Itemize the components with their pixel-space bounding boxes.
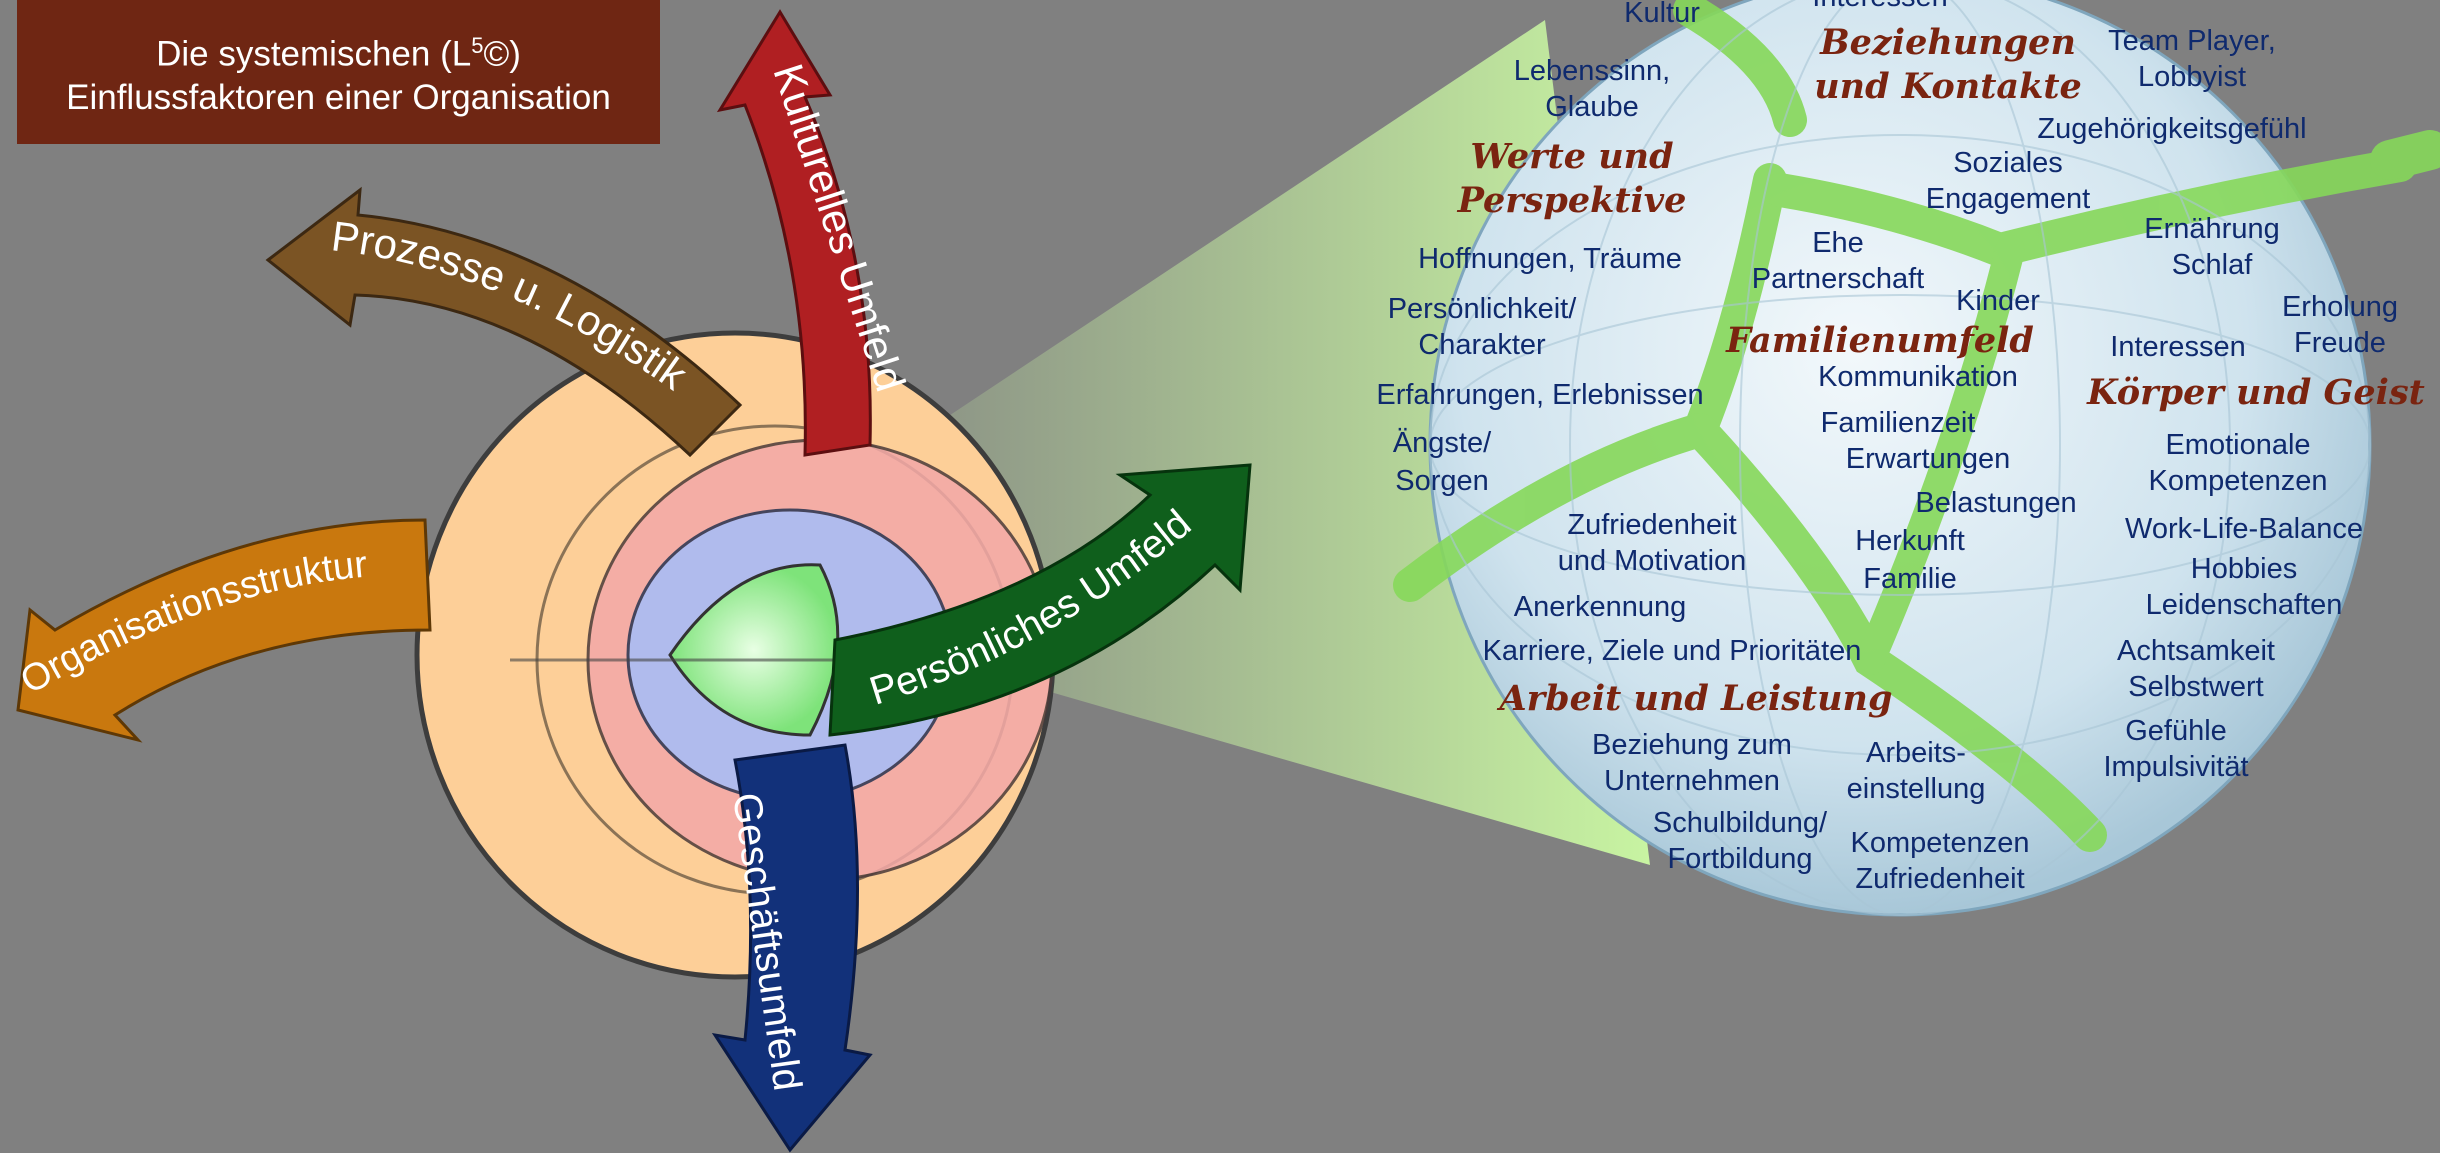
item-beziehung-unternehmen-2: Unternehmen <box>1604 765 1780 797</box>
detail-globe <box>1393 0 2440 917</box>
title-prefix: Die systemischen (L <box>156 34 472 74</box>
item-zufriedenheit-1: Zufriedenheit <box>1567 509 1736 541</box>
title-box: Die systemischen (L5©) Einflussfaktoren … <box>17 0 660 144</box>
item-erfahrungen: Erfahrungen, Erlebnissen <box>1376 379 1703 411</box>
label-prozesse-path: Prozesse u. Logistik <box>329 212 697 399</box>
title-superscript: 5 <box>471 32 484 58</box>
item-emotionale-2: Kompetenzen <box>2149 465 2328 497</box>
item-interessen-top: Interessen <box>1812 0 1947 13</box>
category-familienumfeld: Familienumfeld <box>1725 320 2034 361</box>
arrow-kulturelles-umfeld <box>716 9 872 457</box>
item-aengste-2: Sorgen <box>1395 465 1489 497</box>
item-team-2: Lobbyist <box>2138 61 2246 93</box>
item-arbeitseinstellung-2: einstellung <box>1847 773 1986 805</box>
item-team-1: Team Player, <box>2108 25 2276 57</box>
item-zugehoerigkeit: Zugehörigkeitsgefühl <box>2037 113 2306 145</box>
item-ernaehrung-2: Schlaf <box>2172 249 2254 281</box>
item-kinder: Kinder <box>1956 285 2040 317</box>
item-erholung-1: Erholung <box>2282 291 2398 323</box>
layer-circles <box>414 330 1056 980</box>
item-soziales-1: Soziales <box>1953 147 2063 179</box>
category-koerper-geist: Körper und Geist <box>2086 372 2425 413</box>
category-werte-2: Perspektive <box>1457 180 1687 221</box>
item-persoenlichkeit-1: Persönlichkeit/ <box>1388 293 1578 325</box>
item-karriere: Karriere, Ziele und Prioritäten <box>1483 635 1862 667</box>
item-achtsamkeit-1: Achtsamkeit <box>2117 635 2275 667</box>
item-familienzeit: Familienzeit <box>1821 407 1976 439</box>
item-herkunft-1: Herkunft <box>1855 525 1965 557</box>
item-ehe-2: Partnerschaft <box>1752 263 1924 295</box>
detail-texts: Interessen Kultur Lebenssinn, Glaube Wer… <box>1376 0 2424 895</box>
globe-grid <box>1429 0 2371 916</box>
item-achtsamkeit-2: Selbstwert <box>2128 671 2263 703</box>
arrow-prozesse-logistik <box>265 186 743 458</box>
item-kompetenzen-2: Zufriedenheit <box>1855 863 2024 895</box>
item-erholung-2: Freude <box>2294 327 2386 359</box>
item-soziales-2: Engagement <box>1926 183 2090 215</box>
item-hobbies: Hobbies <box>2191 553 2297 585</box>
category-arbeit-leistung: Arbeit und Leistung <box>1497 678 1893 719</box>
item-arbeitseinstellung-1: Arbeits- <box>1866 737 1966 769</box>
item-worklife: Work-Life-Balance <box>2125 513 2363 545</box>
item-belastungen: Belastungen <box>1915 487 2076 519</box>
item-interessen: Interessen <box>2110 331 2245 363</box>
item-kommunikation: Kommunikation <box>1818 361 2018 393</box>
item-gefuehle-1: Gefühle <box>2125 715 2227 747</box>
item-gefuehle-2: Impulsivität <box>2103 751 2248 783</box>
arrow-organisationsstruktur <box>16 518 432 743</box>
category-beziehungen-1: Beziehungen <box>1819 22 2076 63</box>
item-lebenssinn-1: Lebenssinn, <box>1514 55 1670 87</box>
item-ehe-1: Ehe <box>1812 227 1864 259</box>
item-kultur: Kultur <box>1624 0 1700 29</box>
item-lebenssinn-2: Glaube <box>1545 91 1639 123</box>
title-suffix: ©) <box>483 34 521 74</box>
arrow-geschaeftsumfeld <box>711 743 873 1153</box>
item-schulbildung-1: Schulbildung/ <box>1653 807 1828 839</box>
item-ernaehrung-1: Ernährung <box>2144 213 2279 245</box>
item-herkunft-2: Familie <box>1863 563 1956 595</box>
item-schulbildung-2: Fortbildung <box>1667 843 1812 875</box>
label-prozesse-logistik: Prozesse u. Logistik <box>329 212 697 399</box>
item-leidenschaften: Leidenschaften <box>2146 589 2343 621</box>
title-line-1: Die systemischen (L5©) <box>156 24 521 77</box>
item-kompetenzen-1: Kompetenzen <box>1851 827 2030 859</box>
item-erwartungen: Erwartungen <box>1846 443 2010 475</box>
item-beziehung-unternehmen-1: Beziehung zum <box>1592 729 1792 761</box>
item-zufriedenheit-2: und Motivation <box>1558 545 1747 577</box>
category-werte-1: Werte und <box>1470 136 1673 177</box>
item-emotionale-1: Emotionale <box>2165 429 2310 461</box>
item-anerkennung: Anerkennung <box>1514 591 1687 623</box>
title-line-2: Einflussfaktoren einer Organisation <box>66 78 611 118</box>
item-persoenlichkeit-2: Charakter <box>1418 329 1546 361</box>
item-hoffnungen: Hoffnungen, Träume <box>1418 243 1682 275</box>
category-beziehungen-2: und Kontakte <box>1814 66 2082 107</box>
arrow-persoenliches-umfeld <box>828 463 1252 737</box>
item-aengste-1: Ängste/ <box>1393 427 1492 459</box>
